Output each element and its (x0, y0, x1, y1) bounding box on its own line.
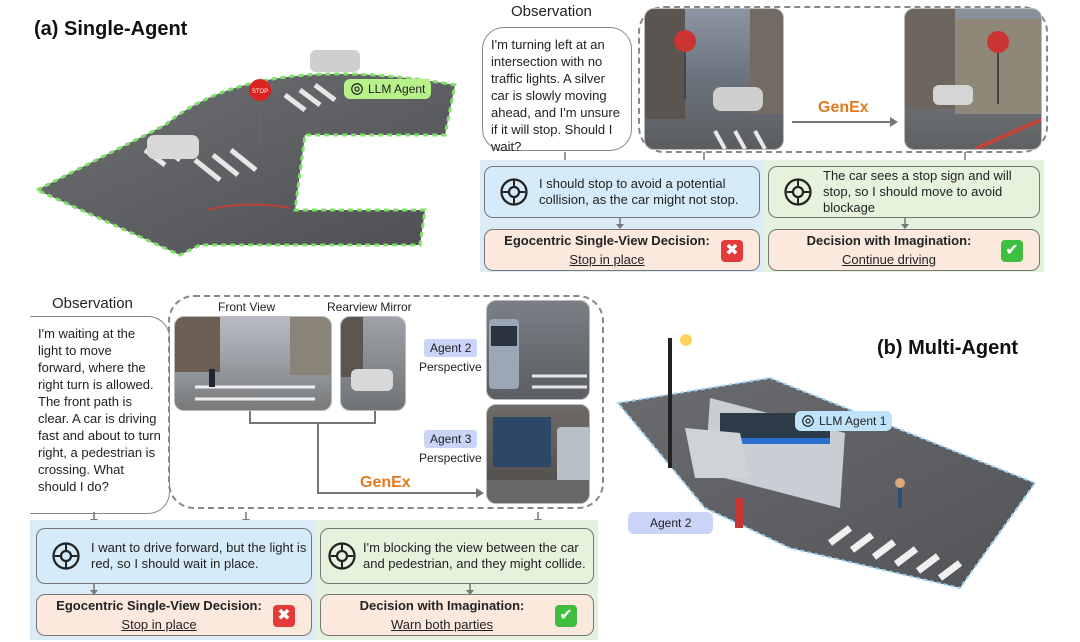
single-agent-scene-illustration: STOP (33, 50, 457, 257)
openai-logo-icon (784, 178, 812, 206)
genex-label-b: GenEx (360, 474, 411, 491)
openai-logo-icon (802, 415, 814, 427)
openai-logo-icon (328, 542, 356, 570)
observation-heading-b: Observation (52, 295, 133, 312)
cross-mark-icon: ✖ (273, 605, 295, 627)
egocentric-reasoning-card-b: I want to drive forward, but the light i… (36, 528, 312, 584)
llm-agent-1-tag: LLM Agent 1 (795, 411, 893, 431)
llm-agent-1-label: LLM Agent 1 (819, 414, 887, 428)
agent-2-tag-label: Agent 2 (650, 516, 692, 530)
imagination-decision-card-a: Decision with Imagination: Continue driv… (768, 229, 1040, 271)
agent-2-tag: Agent 2 (628, 512, 714, 534)
observation-heading-a: Observation (511, 3, 592, 20)
egocentric-decision-value-a: Stop in place (569, 251, 645, 267)
egocentric-reasoning-card-a: I should stop to avoid a potential colli… (484, 166, 760, 218)
imagination-reasoning-card-a: The car sees a stop sign and will stop, … (768, 166, 1040, 218)
imagination-decision-card-b: Decision with Imagination: Warn both par… (320, 594, 594, 636)
multi-agent-title: (b) Multi-Agent (877, 337, 1019, 359)
genex-connector-b (249, 411, 484, 498)
silver-car-illustration (310, 50, 360, 72)
agent-3-chip: Agent 3 (424, 430, 478, 448)
openai-logo-icon (351, 83, 363, 95)
connector-arrows-b-bottom (90, 584, 474, 595)
check-mark-icon: ✔ (1001, 240, 1023, 262)
openai-logo-icon (52, 542, 80, 570)
silver-car-illustration (685, 428, 750, 478)
imagination-decision-heading-b: Decision with Imagination: (359, 597, 525, 613)
openai-logo-icon (500, 178, 528, 206)
svg-text:STOP: STOP (252, 89, 268, 95)
imagination-reasoning-card-b: I'm blocking the view between the car an… (320, 528, 594, 584)
single-agent-title: (a) Single-Agent (34, 18, 188, 40)
llm-agent-label: LLM Agent (368, 82, 426, 96)
genex-arrow-a (792, 117, 898, 127)
pedestrian-illustration (895, 478, 905, 488)
rearview-mirror-label: Rearview Mirror (327, 300, 412, 314)
front-view-label: Front View (218, 300, 276, 314)
agent-3-perspective-label: Perspective (419, 451, 482, 465)
imagined-photo-a (904, 8, 1042, 150)
front-view-photo (174, 316, 332, 411)
imagination-decision-heading-a: Decision with Imagination: (806, 232, 972, 248)
observation-box-a: I'm turning left at an intersection with… (482, 27, 632, 154)
stop-sign-icon (249, 79, 271, 101)
agent-2-chip: Agent 2 (424, 339, 478, 357)
imagination-decision-value-a: Continue driving (842, 251, 936, 267)
agent-2-perspective-label: Perspective (419, 360, 482, 374)
egocentric-decision-card-b: Egocentric Single-View Decision: Stop in… (36, 594, 312, 636)
egocentric-decision-card-a: Egocentric Single-View Decision: Stop in… (484, 229, 760, 271)
llm-agent-tag: LLM Agent (344, 79, 432, 99)
agent-2-perspective-photo (486, 300, 590, 400)
imagination-reasoning-text-a: The car sees a stop sign and will stop, … (823, 168, 1012, 215)
egocentric-decision-value-b: Stop in place (121, 616, 197, 632)
observation-box-b: I'm waiting at the light to move forward… (30, 316, 170, 514)
rearview-mirror-photo (340, 316, 406, 411)
genex-label-a: GenEx (818, 99, 869, 116)
egocentric-decision-heading-b: Egocentric Single-View Decision: (56, 597, 262, 613)
imagination-dashed-frame-a (638, 6, 1048, 153)
observation-photo-a (644, 8, 784, 150)
egocentric-decision-heading-a: Egocentric Single-View Decision: (504, 232, 710, 248)
check-mark-icon: ✔ (555, 605, 577, 627)
connector-arrows-a-bottom (616, 218, 909, 229)
imagination-reasoning-text-b: I'm blocking the view between the car an… (363, 540, 586, 571)
imagination-decision-value-b: Warn both parties (390, 616, 494, 632)
cross-mark-icon: ✖ (721, 240, 743, 262)
imagination-dashed-frame-b (168, 295, 604, 509)
agent-3-perspective-photo (486, 404, 590, 504)
egocentric-reasoning-text-b: I want to drive forward, but the light i… (91, 540, 307, 571)
egocentric-reasoning-text-a: I should stop to avoid a potential colli… (539, 176, 739, 207)
multi-agent-scene-illustration (616, 334, 1037, 590)
